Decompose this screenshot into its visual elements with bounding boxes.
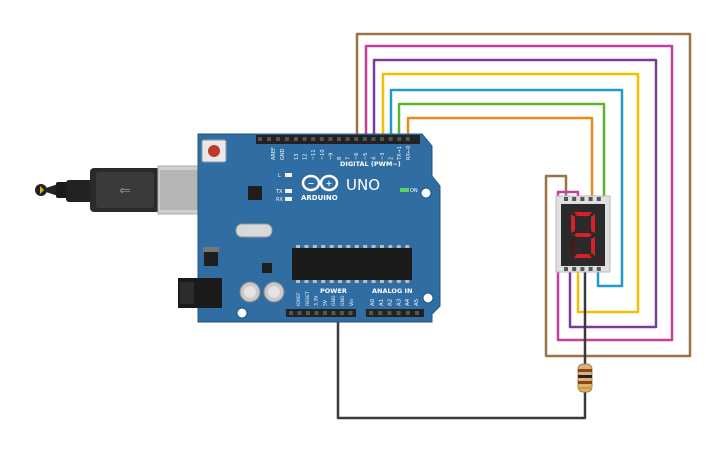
wire-green[interactable] (397, 102, 606, 270)
wire-orange[interactable] (406, 116, 594, 198)
aref-label: AREF (271, 147, 277, 160)
power-title: POWER (320, 287, 347, 295)
wire-purple[interactable] (372, 58, 658, 329)
digital-pin-label: RX←0 (406, 146, 412, 160)
gnd-label: GND (280, 148, 286, 160)
led-l-label: L (278, 173, 281, 179)
digital-pin-label: ~3 (380, 153, 386, 160)
resistor[interactable] (577, 363, 593, 393)
wire-pink[interactable] (364, 44, 674, 342)
brand-label: ARDUINO (301, 194, 338, 202)
segment-b (591, 214, 595, 233)
svg-text:+: + (326, 179, 333, 188)
digital-pin-label: ~6 (354, 153, 360, 160)
mounting-hole (420, 187, 432, 199)
voltage-regulator (204, 252, 218, 266)
usb-cable[interactable]: ⇐ (35, 165, 205, 215)
atmega-chip (292, 245, 412, 283)
power-jack[interactable] (178, 278, 222, 308)
svg-text:−: − (308, 179, 315, 188)
led-l (285, 173, 292, 177)
led-tx (285, 189, 292, 193)
analog-pin-label: A1 (379, 299, 385, 306)
capacitor (239, 281, 261, 303)
analog-header[interactable] (366, 309, 424, 317)
analog-pin-label: A0 (370, 298, 376, 306)
seven-segment-display[interactable]: 9 (0, 0, 611, 273)
segment-c (591, 237, 595, 256)
segment-digit (571, 212, 595, 258)
mounting-hole (236, 307, 248, 319)
analog-pin-label: A2 (388, 299, 394, 306)
digital-pin-label: 13 (294, 154, 300, 160)
power-pin-label: 5V (322, 299, 328, 306)
digital-pin-label: ~9 (328, 153, 334, 160)
decimal-point (597, 258, 601, 262)
digital-pin-label: 8 (337, 157, 343, 160)
power-pin-label: IOREF (296, 292, 302, 306)
segment-e (571, 237, 575, 256)
power-pin-label: 3.3V (314, 295, 320, 306)
segment-g (574, 233, 592, 237)
digital-header-label: DIGITAL (PWM~) (340, 160, 401, 168)
digital-pin-holes (258, 137, 410, 141)
digital-pin-label: 7 (346, 157, 352, 160)
analog-title: ANALOG IN (372, 287, 412, 295)
power-header[interactable] (286, 309, 356, 317)
power-pin-label: Vin (349, 299, 355, 306)
wire-brown[interactable] (355, 32, 692, 358)
power-pin-label: GND (340, 295, 346, 306)
segment-a (574, 212, 592, 216)
digital-pin-label: 4 (371, 157, 377, 160)
mounting-hole (422, 292, 434, 304)
led-on (400, 188, 409, 192)
segment-f (571, 214, 575, 233)
digital-pin-label: ~10 (320, 149, 326, 160)
model-label: UNO (346, 176, 380, 194)
digital-pin-label: TX→1 (397, 146, 403, 161)
arduino-logo: − + (301, 174, 339, 192)
digital-pin-label: ~11 (311, 149, 317, 160)
wire-yellow[interactable] (381, 72, 640, 314)
wire-black[interactable] (336, 308, 587, 420)
on-label: ON (410, 188, 418, 194)
led-tx-label: TX (275, 189, 283, 195)
wires (336, 32, 692, 420)
wire-blue[interactable] (389, 88, 624, 288)
led-rx-label: RX (276, 197, 283, 203)
small-chip (262, 263, 272, 273)
analog-pin-label: A4 (405, 298, 411, 306)
capacitor (263, 281, 285, 303)
power-pin-label: RESET (305, 291, 311, 306)
digital-pin-label: 2 (389, 157, 395, 160)
reset-button[interactable] (201, 139, 227, 163)
digital-header[interactable] (256, 135, 420, 144)
digital-pin-label: 12 (303, 154, 309, 160)
segment-d (574, 254, 592, 258)
analog-pin-label: A5 (414, 298, 420, 306)
usb-interface-chip (248, 186, 262, 200)
power-pin-label: GND (331, 295, 337, 306)
usb-icon: ⇐ (119, 183, 131, 199)
led-rx (285, 197, 292, 201)
crystal-oscillator (235, 223, 273, 238)
digital-pin-label: ~5 (363, 153, 369, 160)
analog-pin-label: A3 (396, 298, 402, 306)
